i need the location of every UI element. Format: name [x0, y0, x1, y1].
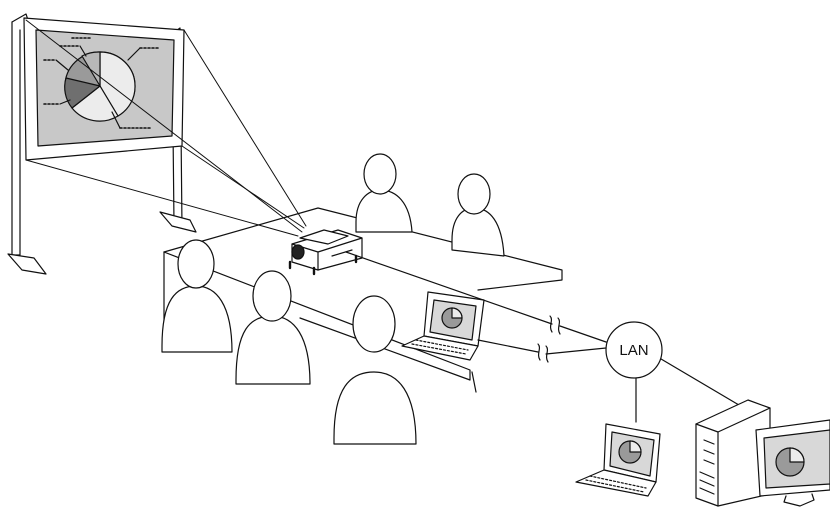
person-icon — [355, 153, 413, 233]
person-icon — [451, 173, 505, 257]
person-icon — [235, 270, 311, 385]
person-icon — [161, 239, 233, 353]
laptop-icon — [401, 291, 485, 361]
conference-table — [163, 207, 563, 393]
person-icon — [333, 295, 417, 445]
projection-beam — [25, 19, 307, 237]
lan-hub-icon: LAN — [605, 321, 663, 379]
projection-screen-icon — [7, 13, 197, 275]
network-cables — [345, 251, 745, 423]
monitor-icon — [755, 419, 830, 507]
desktop-computer-icon — [695, 399, 771, 507]
pie-chart-icon — [64, 51, 136, 122]
laptop-icon — [575, 423, 661, 497]
lan-label: LAN — [619, 342, 648, 359]
projector-icon — [288, 229, 363, 276]
